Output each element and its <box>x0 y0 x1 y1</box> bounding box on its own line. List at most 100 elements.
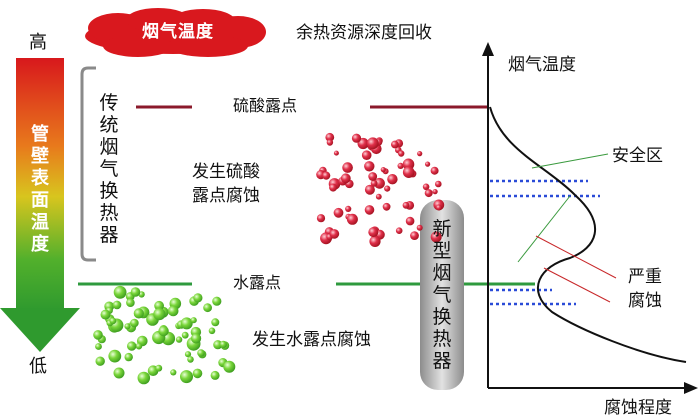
water-droplet <box>180 370 193 384</box>
acid-dew-label: 硫酸露点 <box>233 96 298 115</box>
chart-ylabel: 烟气温度 <box>508 55 576 75</box>
acid-droplet <box>435 180 442 188</box>
water-droplet <box>158 325 169 337</box>
water-droplet <box>190 317 197 324</box>
arrow-low-label: 低 <box>29 356 47 377</box>
water-droplet <box>112 300 122 310</box>
safe-zone-label: 安全区 <box>612 146 663 166</box>
water-droplet <box>95 343 102 350</box>
water-droplet <box>124 352 133 362</box>
novel-exchanger-panel <box>420 200 464 390</box>
acid-droplet <box>329 183 338 192</box>
acid-droplet <box>333 150 339 156</box>
acid-droplet <box>351 133 362 143</box>
acid-droplets <box>316 132 445 247</box>
water-dew-label: 水露点 <box>233 273 282 292</box>
acid-droplet <box>368 172 378 181</box>
acid-droplet <box>333 207 344 218</box>
novel-label: 新型烟气换热器 <box>432 218 452 372</box>
acid-droplet <box>375 193 382 200</box>
water-droplet <box>184 351 192 358</box>
severe-label-2: 腐蚀 <box>628 291 662 311</box>
acid-droplet <box>345 205 352 212</box>
acid-droplet <box>398 150 405 157</box>
acid-droplet <box>387 174 398 185</box>
water-droplet <box>95 356 105 366</box>
severe-label-1: 严重 <box>628 267 662 287</box>
acid-droplet <box>432 189 438 195</box>
water-droplet <box>113 285 127 299</box>
water-droplet <box>175 336 183 343</box>
acid-droplet <box>364 205 375 215</box>
water-droplet <box>213 340 223 350</box>
acid-droplet <box>369 235 381 247</box>
acid-droplet <box>364 161 375 172</box>
acid-droplet <box>316 214 326 223</box>
water-droplet <box>155 364 163 372</box>
water-droplet <box>135 342 143 350</box>
water-droplet <box>130 318 139 328</box>
water-droplet <box>211 318 220 327</box>
water-droplet <box>127 341 137 351</box>
acid-droplet <box>405 216 415 226</box>
acid-droplet <box>340 173 351 184</box>
water-droplet <box>223 360 236 373</box>
acid-droplet <box>402 201 410 209</box>
acid-droplet <box>402 166 415 178</box>
water-droplet <box>153 308 166 321</box>
water-droplet <box>126 298 135 308</box>
water-droplet <box>154 300 165 311</box>
acid-droplet <box>391 140 399 149</box>
acid-droplet <box>361 150 372 160</box>
chart-xlabel: 腐蚀程度 <box>604 398 672 418</box>
water-droplet <box>180 317 193 330</box>
acid-droplet <box>395 227 403 234</box>
header-title: 余热资源深度回收 <box>296 23 432 43</box>
water-droplet <box>219 340 227 348</box>
temperature-arrow <box>0 58 80 352</box>
water-droplet <box>100 309 111 320</box>
water-droplet <box>137 371 151 385</box>
acid-droplet <box>374 177 385 189</box>
water-droplet <box>192 368 203 379</box>
acid-droplet <box>417 151 423 157</box>
water-droplets <box>93 285 236 385</box>
acid-droplet <box>380 167 386 173</box>
water-corrosion-label: 发生水露点腐蚀 <box>252 330 371 350</box>
water-droplet <box>108 349 122 363</box>
water-droplet <box>133 308 144 319</box>
acid-droplet <box>410 231 419 241</box>
acid-droplet <box>346 213 358 225</box>
acid-droplet <box>397 162 404 169</box>
acid-droplet <box>326 139 334 146</box>
acid-droplet <box>430 166 439 175</box>
acid-droplet <box>322 171 331 180</box>
water-droplet <box>210 370 220 380</box>
water-droplet <box>208 327 216 335</box>
acid-droplet <box>366 137 379 150</box>
water-droplet <box>93 330 103 340</box>
acid-corrosion-label-line2: 露点腐蚀 <box>192 186 260 206</box>
water-droplet <box>181 331 189 339</box>
severe-zone-lines <box>535 235 617 303</box>
acid-droplet <box>430 231 442 243</box>
water-droplet <box>130 287 141 297</box>
water-droplet <box>191 333 202 344</box>
water-droplet <box>167 305 179 317</box>
safe-zone-lines <box>517 153 609 263</box>
water-droplet <box>187 356 194 363</box>
water-droplet <box>212 296 222 306</box>
water-droplet <box>197 349 205 357</box>
arrow-label: 管壁表面温度 <box>31 124 49 255</box>
water-droplet <box>124 323 131 330</box>
reference-lines <box>490 179 600 306</box>
acid-droplet <box>435 204 442 211</box>
acid-droplet <box>370 179 378 187</box>
acid-droplet <box>368 227 379 238</box>
water-droplet <box>109 317 117 325</box>
acid-droplet <box>422 183 430 191</box>
traditional-bracket <box>80 66 96 262</box>
acid-droplet <box>424 189 433 198</box>
water-droplet <box>113 367 125 379</box>
cloud-label: 烟气温度 <box>142 22 214 42</box>
